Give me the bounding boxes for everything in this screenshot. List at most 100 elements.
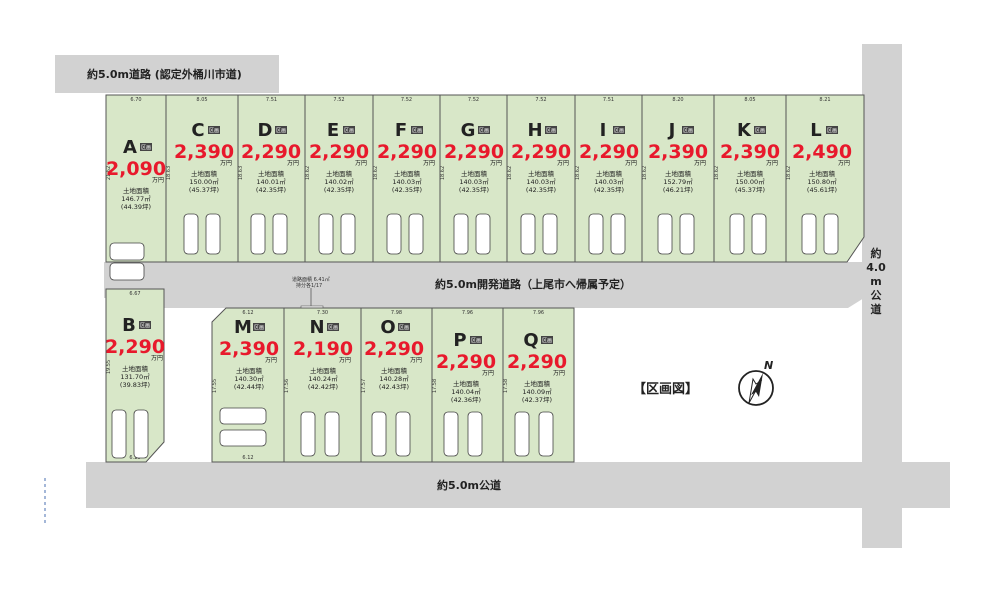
lot-price-unit: 万円 [355, 160, 367, 167]
lot-area-tsubo: (45.61坪) [807, 186, 837, 194]
lot-badge [754, 126, 766, 134]
lot-side-dim: 18.62 [575, 166, 581, 180]
development-road-label: 約5.0m開発道路（上尾市へ帰属予定） [435, 277, 631, 291]
lot-badge-text: 区画 [542, 338, 552, 344]
lot-area-label: 土地面積 [596, 169, 623, 178]
lot-area-label: 土地面積 [310, 366, 337, 375]
lot-badge [139, 321, 151, 329]
lot-side-dim: 18.62 [642, 166, 648, 180]
lot-price: 2,290 [436, 351, 496, 373]
lot-badge-text: 区画 [276, 128, 286, 134]
lot-frontage-dim: 7.30 [317, 310, 328, 316]
lot-price-unit: 万円 [220, 160, 232, 167]
parking-space-car-icon [109, 242, 145, 261]
lot-area-label: 土地面積 [326, 169, 353, 178]
lot-badge-text: 区画 [827, 128, 837, 134]
bottom-public-road [86, 462, 950, 508]
lot-frontage-dim: 7.96 [462, 310, 473, 316]
lot-badge [478, 126, 490, 134]
lot-price: 2,090 [106, 158, 166, 180]
lot-price: 2,290 [309, 141, 369, 163]
lot-area-tsubo: (46.21坪) [663, 186, 693, 194]
lot-badge-text: 区画 [399, 325, 409, 331]
lot-price-unit: 万円 [482, 370, 494, 377]
lot-area-value: 140.03㎡ [526, 177, 556, 186]
lot-area-label: 土地面積 [665, 169, 692, 178]
parking-space-car-icon [467, 411, 483, 457]
parking-space-car-icon [133, 409, 149, 459]
lot-price: 2,390 [720, 141, 780, 163]
lot-letter: O [380, 317, 395, 338]
lot-price: 2,290 [444, 141, 504, 163]
lot-badge-text: 区画 [614, 128, 624, 134]
lot-badge-text: 区画 [140, 323, 150, 329]
lot-letter: L [810, 120, 821, 141]
lot-side-dim: 18.63 [166, 166, 172, 180]
lot-price-unit: 万円 [151, 355, 163, 362]
lot-badge [545, 126, 557, 134]
lot-a: 6.7021.626.67A区画2,090万円土地面積146.77㎡(44.39… [105, 94, 167, 281]
lot-area-tsubo: (42.44坪) [234, 383, 264, 391]
lot-area-value: 140.02㎡ [324, 177, 354, 186]
map-legend-title: 【区画図】 [633, 381, 698, 397]
lot-area-value: 140.03㎡ [594, 177, 624, 186]
parking-space-car-icon [183, 213, 199, 255]
lot-area-tsubo: (42.36坪) [451, 396, 481, 404]
lot-area-value: 146.77㎡ [121, 194, 151, 203]
parking-space-car-icon [219, 407, 267, 425]
lot-price: 2,290 [579, 141, 639, 163]
lot-side-dim: 21.62 [106, 166, 112, 180]
lot-price: 2,490 [792, 141, 852, 163]
parking-space-car-icon [679, 213, 695, 255]
lot-area-tsubo: (44.39坪) [121, 203, 151, 211]
parking-space-car-icon [729, 213, 745, 255]
lot-badge [343, 126, 355, 134]
lot-side-dim: 17.58 [432, 379, 438, 393]
lot-side-dim: 18.62 [714, 166, 720, 180]
parking-space-car-icon [443, 411, 459, 457]
lot-price-unit: 万円 [410, 357, 422, 364]
parking-space-car-icon [453, 213, 469, 255]
lot-side-dim: 17.55 [212, 379, 218, 393]
lot-badge [826, 126, 838, 134]
parking-space-car-icon [538, 411, 554, 457]
lot-frontage-dim: 7.98 [391, 310, 402, 316]
lot-badge [613, 126, 625, 134]
lot-price-unit: 万円 [490, 160, 502, 167]
easement-line2: 持分各1/17 [296, 282, 322, 289]
lot-badge [541, 336, 553, 344]
lot-price: 2,290 [511, 141, 571, 163]
lot-side-dim: 18.62 [305, 166, 311, 180]
lot-area-value: 140.04㎡ [451, 387, 481, 396]
lot-price: 2,290 [241, 141, 301, 163]
lot-price: 2,290 [364, 338, 424, 360]
bottom-road-label: 約5.0m公道 [437, 478, 501, 492]
lot-badge [140, 143, 152, 151]
lot-area-label: 土地面積 [236, 366, 263, 375]
lot-area-tsubo: (42.43坪) [379, 383, 409, 391]
lot-area-tsubo: (42.35坪) [526, 186, 556, 194]
lot-frontage-dim: 7.96 [533, 310, 544, 316]
lot-price-unit: 万円 [553, 370, 565, 377]
lot-area-label: 土地面積 [524, 379, 551, 388]
lot-area-value: 140.03㎡ [392, 177, 422, 186]
lot-area-label: 土地面積 [461, 169, 488, 178]
lot-area-value: 140.30㎡ [234, 374, 264, 383]
lot-price: 2,190 [293, 338, 353, 360]
lot-letter: D [258, 120, 273, 141]
parking-space-car-icon [588, 213, 604, 255]
lot-letter: I [600, 120, 607, 141]
lot-area-label: 土地面積 [737, 169, 764, 178]
lot-letter: P [453, 330, 466, 351]
parking-space-car-icon [801, 213, 817, 255]
lot-side-dim: 18.62 [786, 166, 792, 180]
lot-letter: G [461, 120, 476, 141]
lot-area-label: 土地面積 [394, 169, 421, 178]
lot-frontage-dim: 6.67 [129, 291, 140, 297]
lot-area-value: 140.03㎡ [459, 177, 489, 186]
